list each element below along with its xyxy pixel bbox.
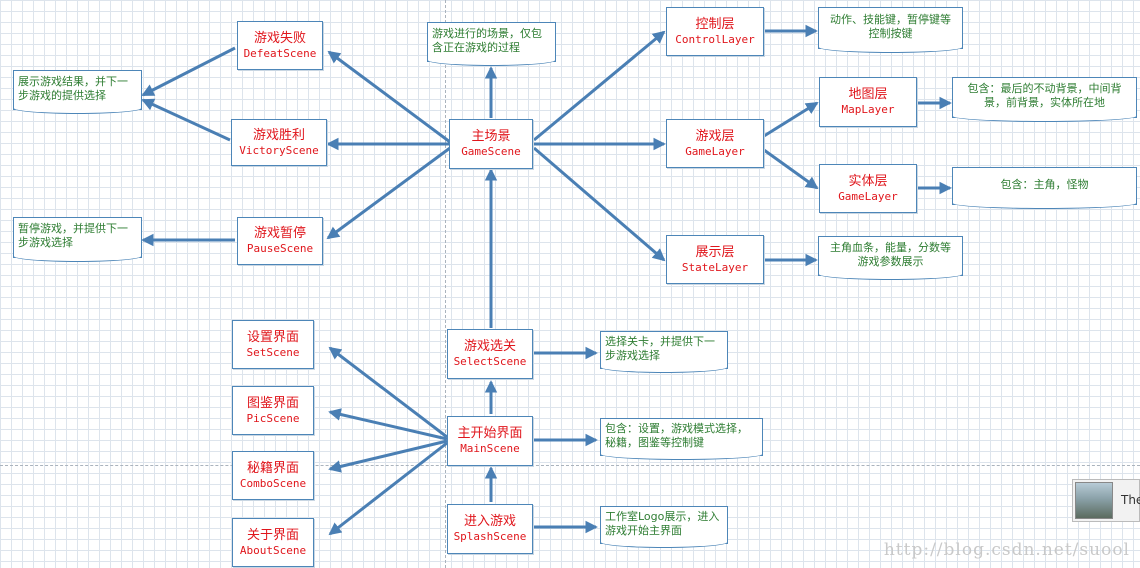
node-set-scene: 设置界面 SetScene [232, 320, 314, 369]
node-game-scene: 主场景 GameScene [449, 119, 533, 169]
thumbnail-label: The [1121, 493, 1140, 507]
note-entity: 包含：主角，怪物 [952, 167, 1137, 209]
note-main: 包含：设置，游戏模式选择， 秘籍，图鉴等控制键 [600, 418, 763, 460]
note-line: 控制按键 [868, 26, 913, 40]
node-about-scene: 关于界面 AboutScene [232, 518, 314, 567]
arrow-main-to-set [328, 346, 448, 439]
node-label-en: SplashScene [453, 530, 527, 543]
node-label-en: AboutScene [239, 543, 307, 557]
arrow-victory-to-result [141, 98, 231, 142]
note-control: 动作、技能键，暂停键等 控制按键 [818, 7, 963, 53]
node-label-cn: 主开始界面 [457, 426, 523, 441]
arrow-main-to-combo [328, 439, 448, 473]
node-label-en: StateLayer [681, 260, 749, 274]
node-label-en: GameLayer [838, 189, 898, 203]
node-defeat-scene: 游戏失败 DefeatScene [237, 21, 323, 70]
arrow-gamelayer-to-entity [763, 148, 819, 190]
arrow-game-to-defeat [327, 50, 451, 144]
horizontal-guide-line [0, 465, 1140, 466]
note-pause: 暂停游戏，并提供下一 步游戏选择 [13, 217, 142, 262]
note-line: 游戏进行的场景，仅包 [432, 26, 542, 40]
node-map-layer: 地图层 MapLayer [819, 77, 917, 127]
note-line: 步游戏选择 [605, 348, 660, 362]
node-label-cn: 控制层 [695, 16, 735, 32]
node-label-cn: 主场景 [471, 129, 511, 144]
node-label-cn: 游戏层 [695, 128, 735, 144]
node-label-en: GameLayer [685, 144, 745, 158]
note-select: 选择关卡，并提供下一 步游戏选择 [600, 331, 728, 373]
arrow-main-to-pic [328, 408, 448, 441]
node-label-cn: 图鉴界面 [246, 395, 299, 411]
node-label-en: ControlLayer [675, 32, 755, 46]
note-line: 工作室Logo展示，进入 [605, 509, 720, 523]
note-result: 展示游戏结果，并下一 步游戏的提供选择 [13, 70, 142, 114]
thumbnail-image [1075, 482, 1113, 519]
note-game: 游戏进行的场景，仅包 含正在游戏的过程 [427, 22, 556, 66]
node-pause-scene: 游戏暂停 PauseScene [237, 217, 323, 265]
note-line: 展示游戏结果，并下一 [18, 74, 128, 88]
note-line: 景，前背景，实体所在地 [984, 96, 1105, 109]
node-label-cn: 游戏选关 [463, 339, 516, 354]
node-control-layer: 控制层 ControlLayer [666, 7, 764, 56]
note-line: 动作、技能键，暂停键等 [830, 12, 951, 26]
node-label-en: MapLayer [841, 103, 895, 116]
note-line: 选择关卡，并提供下一 [605, 334, 715, 348]
node-splash-scene: 进入游戏 SplashScene [447, 504, 533, 554]
node-label-cn: 实体层 [848, 173, 888, 189]
node-label-en: GameScene [461, 145, 521, 158]
note-line: 包含：设置，游戏模式选择， [605, 421, 748, 435]
node-label-en: VictoryScene [239, 143, 319, 157]
arrow-game-to-control [533, 30, 666, 142]
node-label-cn: 游戏暂停 [253, 226, 306, 241]
node-select-scene: 游戏选关 SelectScene [447, 329, 533, 379]
note-state: 主角血条，能量，分数等 游戏参数展示 [818, 236, 963, 280]
node-label-en: PauseScene [246, 242, 314, 255]
node-label-cn: 进入游戏 [463, 514, 516, 529]
thumbnail-popup[interactable]: The [1072, 479, 1140, 522]
arrow-gamelayer-to-map [763, 101, 819, 138]
note-line: 游戏参数展示 [857, 254, 924, 268]
vertical-guide-line [445, 0, 446, 568]
node-label-en: SelectScene [453, 355, 527, 368]
node-label-en: PicScene [246, 411, 300, 425]
node-pic-scene: 图鉴界面 PicScene [232, 386, 314, 435]
node-label-cn: 设置界面 [246, 329, 299, 345]
node-state-layer: 展示层 StateLayer [666, 235, 764, 284]
node-label-cn: 关于界面 [246, 527, 299, 543]
note-line: 包含：主角，怪物 [1000, 177, 1089, 191]
node-game-layer: 游戏层 GameLayer [666, 119, 764, 168]
node-label-cn: 秘籍界面 [246, 460, 299, 476]
note-map: 包含：最后的不动背景，中间背 景，前背景，实体所在地 [952, 77, 1137, 122]
note-line: 步游戏的提供选择 [18, 88, 106, 102]
watermark-url: http://blog.csdn.net/suool [883, 540, 1130, 560]
note-line: 含正在游戏的过程 [432, 40, 520, 54]
node-main-scene: 主开始界面 MainScene [447, 416, 533, 466]
note-line: 秘籍，图鉴等控制键 [605, 435, 704, 449]
node-label-en: ComboScene [239, 476, 307, 490]
node-label-en: MainScene [460, 442, 520, 455]
node-combo-scene: 秘籍界面 ComboScene [232, 451, 314, 500]
note-line: 游戏开始主界面 [605, 523, 682, 537]
node-label-cn: 地图层 [848, 87, 888, 102]
note-line: 包含：最后的不动背景，中间背 [967, 82, 1122, 95]
note-splash: 工作室Logo展示，进入 游戏开始主界面 [600, 506, 728, 548]
arrow-game-to-state [533, 146, 666, 262]
arrow-game-to-pause [326, 146, 451, 240]
arrow-defeat-to-result [141, 46, 236, 97]
node-label-en: SetScene [246, 345, 300, 359]
node-label-cn: 展示层 [695, 244, 735, 260]
note-line: 步游戏选择 [18, 236, 73, 249]
arrow-main-to-about [328, 441, 448, 536]
note-line: 主角血条，能量，分数等 [830, 240, 951, 254]
node-label-cn: 游戏胜利 [252, 127, 305, 143]
node-label-en: DefeatScene [243, 46, 317, 60]
node-label-cn: 游戏失败 [253, 30, 306, 46]
node-victory-scene: 游戏胜利 VictoryScene [231, 119, 327, 166]
node-entity-layer: 实体层 GameLayer [819, 164, 917, 213]
note-line: 暂停游戏，并提供下一 [18, 222, 128, 235]
